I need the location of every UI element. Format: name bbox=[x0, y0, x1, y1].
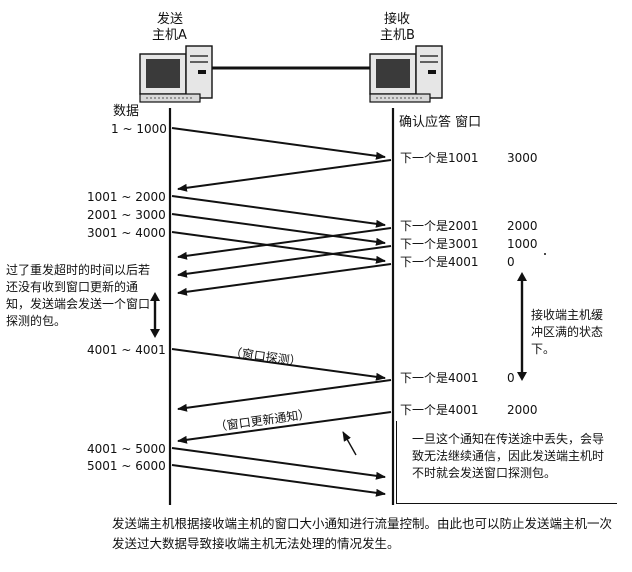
seq-label-6: 5001 ~ 6000 bbox=[87, 459, 166, 473]
window-value-4: 0 bbox=[507, 255, 515, 269]
window-value-2: 2000 bbox=[507, 219, 538, 233]
seq-label-3: 2001 ~ 3000 bbox=[87, 208, 166, 222]
lost-notification-note: 一旦这个通知在传送途中丢失，会导致无法继续通信，因此发送端主机时不时就会发送窗口… bbox=[412, 432, 605, 480]
host-a-label-line1: 发送 bbox=[157, 12, 184, 27]
ack-window-header: 确认应答 窗口 bbox=[399, 115, 482, 130]
seq-label-5: 4001 ~ 5000 bbox=[87, 442, 166, 456]
figure-caption: 发送端主机根据接收端主机的窗口大小通知进行流量控制。由此也可以防止发送端主机一次… bbox=[112, 516, 613, 551]
window-value-1: 3000 bbox=[507, 151, 538, 165]
host-a-label-line2: 主机A bbox=[152, 28, 187, 43]
ack-arrow-4001 bbox=[177, 263, 392, 296]
host-a-computer-icon bbox=[139, 45, 213, 103]
data-arrow-3001-4000 bbox=[171, 231, 386, 264]
data-header: 数据 bbox=[113, 104, 140, 119]
ack-arrow-3001 bbox=[177, 245, 392, 278]
ack-label-2: 下一个是2001 bbox=[400, 219, 479, 233]
host-b-label-line2: 主机B bbox=[380, 28, 415, 43]
timeout-span-arrow bbox=[150, 292, 160, 338]
data-arrow-4001-5000 bbox=[171, 447, 386, 480]
note-pointer-arrow bbox=[342, 431, 357, 456]
ack-label-6: 下一个是4001 bbox=[400, 403, 479, 417]
ack-label-5: 下一个是4001 bbox=[400, 371, 479, 385]
ack-label-4: 下一个是4001 bbox=[400, 255, 479, 269]
buffer-full-note: 接收端主机缓冲区满的状态下。 bbox=[531, 308, 604, 356]
ack-arrow-probe-reply bbox=[177, 379, 392, 412]
data-arrow-1-1000 bbox=[171, 127, 386, 160]
ack-label-3: 下一个是3001 bbox=[400, 237, 479, 251]
ack-arrow-2001 bbox=[177, 227, 392, 260]
host-b-computer-icon bbox=[369, 45, 443, 103]
buffer-full-span-arrow bbox=[517, 272, 527, 381]
host-b-label-line1: 接收 bbox=[384, 12, 411, 27]
data-arrow-5001-6000 bbox=[171, 464, 386, 497]
seq-label-4: 3001 ~ 4000 bbox=[87, 226, 166, 240]
window-probe-arrow bbox=[171, 348, 386, 381]
seq-label-probe: 4001 ~ 4001 bbox=[87, 343, 166, 357]
seq-label-1: 1 ~ 1000 bbox=[111, 122, 167, 136]
window-update-arrow bbox=[177, 411, 392, 444]
window-value-3: 1000 bbox=[507, 237, 538, 251]
note-bracket bbox=[396, 421, 617, 504]
data-arrow-2001-3000 bbox=[171, 213, 386, 246]
window-value-6: 2000 bbox=[507, 403, 538, 417]
seq-label-2: 1001 ~ 2000 bbox=[87, 190, 166, 204]
ack-label-1: 下一个是1001 bbox=[400, 151, 479, 165]
stray-dot bbox=[544, 253, 546, 255]
window-value-5: 0 bbox=[507, 371, 515, 385]
ack-arrow-1001 bbox=[177, 159, 392, 192]
data-arrow-1001-2000 bbox=[171, 195, 386, 228]
timeout-note: 过了重发超时的时间以后若还没有收到窗口更新的通知，发送端会发送一个窗口探测的包。 bbox=[6, 263, 151, 328]
